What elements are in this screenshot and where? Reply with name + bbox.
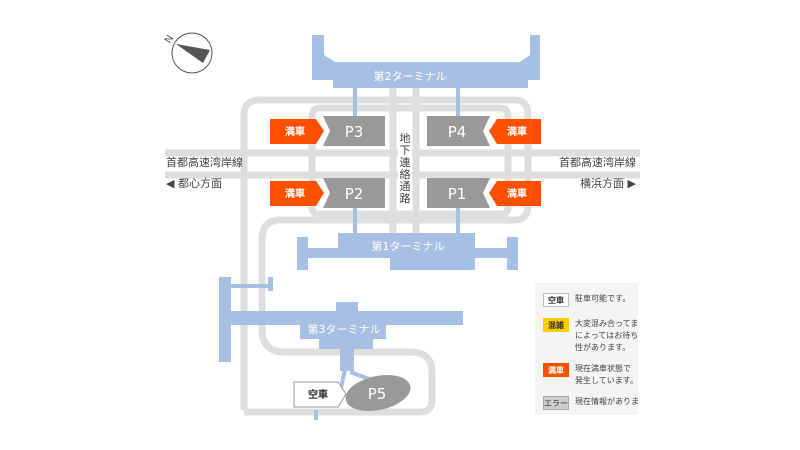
p1-status: 満車 bbox=[507, 187, 527, 200]
passage-char: 絡 bbox=[400, 167, 411, 181]
p3-label: P3 bbox=[345, 123, 364, 141]
p4-status: 満車 bbox=[507, 125, 527, 138]
terminal-3-label: 第3ターミナル bbox=[308, 322, 381, 336]
p1-status-badge bbox=[489, 181, 541, 206]
p3-status: 満車 bbox=[285, 125, 305, 138]
parking-p5[interactable]: P5 空車 bbox=[293, 370, 414, 417]
terminal-2: 第2ターミナル bbox=[312, 35, 540, 88]
passage-char: 路 bbox=[400, 192, 411, 205]
legend-text: によってはお待ち bbox=[575, 331, 638, 340]
compass-north-label: N bbox=[163, 34, 176, 46]
parking-p3[interactable]: P3 満車 bbox=[270, 116, 385, 146]
highway-left-name: 首都高速湾岸線 bbox=[166, 155, 243, 169]
underground-passage-label: 地 下 連 絡 通 路 bbox=[398, 132, 412, 205]
parking-p4[interactable]: P4 満車 bbox=[427, 116, 541, 146]
p2-label: P2 bbox=[345, 185, 364, 203]
passage-char: 地 bbox=[400, 132, 411, 145]
highway-left-direction: ◀ 都心方面 bbox=[166, 176, 222, 190]
compass: N bbox=[163, 32, 213, 74]
p5-status: 空車 bbox=[308, 388, 328, 401]
legend-text: 現在情報がありま bbox=[575, 397, 638, 406]
parking-p1[interactable]: P1 満車 bbox=[427, 178, 541, 208]
p4-status-badge bbox=[489, 119, 541, 144]
legend-item-full: 満車 現在満車状態で 発生しています。 bbox=[543, 363, 638, 387]
terminal-1: 第1ターミナル bbox=[297, 233, 518, 270]
legend-text: 発生しています。 bbox=[575, 376, 638, 385]
legend-badge: 満車 bbox=[543, 363, 569, 377]
parking-p2[interactable]: P2 満車 bbox=[270, 178, 385, 208]
p1-label: P1 bbox=[448, 185, 467, 203]
p2-status-badge bbox=[270, 181, 324, 206]
terminal-3: 第3ターミナル bbox=[219, 277, 463, 371]
legend-text: 大変混み合ってま bbox=[575, 319, 638, 328]
legend-item-error: エラー 現在情報がありま bbox=[543, 396, 638, 410]
status-legend: 空車 駐車可能です。 混雑 大変混み合ってま によってはお待ち 性があります。 … bbox=[535, 283, 638, 415]
p5-status-badge bbox=[293, 381, 347, 408]
highway-right-direction: 横浜方面 ▶ bbox=[580, 176, 636, 190]
highway-right-name: 首都高速湾岸線 bbox=[559, 155, 636, 169]
p4-label: P4 bbox=[448, 123, 467, 141]
legend-badge: 混雑 bbox=[543, 318, 569, 332]
terminal-2-label: 第2ターミナル bbox=[374, 69, 447, 83]
legend-badge: 空車 bbox=[543, 293, 569, 307]
passage-char: 連 bbox=[400, 155, 411, 169]
legend-item-vacant: 空車 駐車可能です。 bbox=[543, 293, 630, 307]
passage-char: 下 bbox=[400, 144, 411, 157]
p2-status: 満車 bbox=[285, 187, 305, 200]
legend-text: 駐車可能です。 bbox=[575, 294, 631, 303]
compass-needle-icon bbox=[176, 44, 210, 63]
terminal-1-label: 第1ターミナル bbox=[372, 239, 445, 253]
legend-item-crowded: 混雑 大変混み合ってま によってはお待ち 性があります。 bbox=[543, 318, 638, 354]
p5-label: P5 bbox=[368, 385, 387, 403]
legend-text: 性があります。 bbox=[575, 343, 631, 352]
passage-char: 通 bbox=[400, 180, 411, 193]
legend-text: 現在満車状態で bbox=[575, 364, 631, 373]
legend-badge: エラー bbox=[543, 396, 569, 410]
p3-status-badge bbox=[270, 119, 324, 144]
